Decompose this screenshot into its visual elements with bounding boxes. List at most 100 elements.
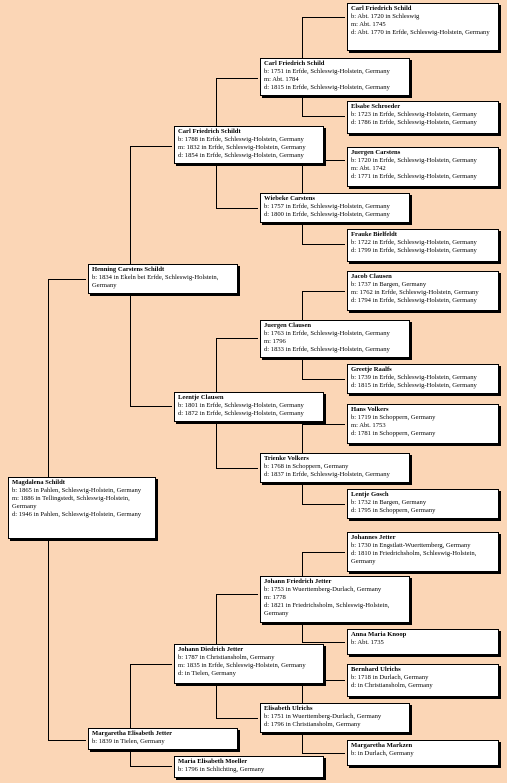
connector-line (130, 664, 131, 728)
person-name: Margaretha Elisabeth Jetter (92, 730, 173, 737)
person-detail: b: 1768 in Schoppern, Germany (264, 463, 349, 470)
person-detail: d: 1786 in Erfde, Schleswig-Holstein, Ge… (351, 119, 477, 126)
person-name: Margaretha Markzen (351, 742, 413, 749)
person-name: Frauke Bielfeldt (351, 231, 397, 238)
person-name: Carl Friedrich Schild (351, 5, 412, 12)
person-detail: d: 1781 in Schoppern, Germany (351, 430, 436, 437)
person-name: Johann Diedrich Jetter (178, 646, 244, 653)
connector-line (302, 291, 345, 292)
person-detail: d: in Tielen, Germany (178, 670, 236, 677)
connector-line (302, 244, 345, 245)
connector-line (48, 539, 49, 740)
connector-line (216, 338, 258, 339)
connector-line (216, 164, 217, 208)
connector-line (216, 684, 217, 718)
connector-line (302, 17, 303, 58)
person-name: Magdalena Schildt (12, 479, 65, 486)
person-name: Jacob Clausen (351, 273, 392, 280)
person-detail: b: 1720 in Erfde, Schleswig-Holstein, Ge… (351, 157, 477, 164)
person-detail: b: 1757 in Erfde, Schleswig-Holstein, Ge… (264, 203, 390, 210)
person-detail: m: Abt. 1784 (264, 76, 299, 83)
connector-line (216, 468, 258, 469)
person-detail: b: 1718 in Durlach, Germany (351, 674, 429, 681)
person-name: Wiebeke Carstens (264, 195, 315, 202)
person-name: Elsabe Schroeder (351, 103, 401, 110)
connector-line (48, 740, 86, 741)
person-detail: b: 1753 in Wuerttemberg-Durlach, Germany (264, 586, 382, 593)
person-detail: m: Abt. 1745 (351, 21, 386, 28)
connector-line (302, 552, 303, 576)
person-detail: d: 1821 in Friedrichsholm, Schleswig-Hol… (264, 602, 390, 617)
connector-line (216, 338, 217, 392)
person-detail: d: 1854 in Erfde, Schleswig-Holstein, Ge… (178, 152, 304, 159)
person-detail: d: 1815 in Erfde, Schleswig-Holstein, Ge… (351, 382, 477, 389)
person-detail: b: 1722 in Erfde, Schleswig-Holstein, Ge… (351, 239, 477, 246)
person-name: Elisabeth Ulrichs (264, 705, 313, 712)
connector-line (302, 96, 303, 116)
person-detail: b: 1796 in Schlichting, Germany (178, 766, 265, 773)
connector-line (216, 594, 258, 595)
person-detail: b: 1787 in Christiansholm, Germany (178, 654, 275, 661)
person-detail: b: 1788 in Erfde, Schleswig-Holstein, Ge… (178, 136, 304, 143)
connector-line (302, 680, 303, 703)
person-detail: b: 1839 in Tielen, Germany (92, 738, 165, 745)
person-detail: d: 1946 in Pahlen, Schleswig-Holstein, G… (12, 511, 142, 518)
connector-line (302, 223, 303, 244)
person-detail: d: 1795 in Schoppern, Germany (351, 507, 436, 514)
connector-line (302, 160, 303, 193)
person-detail: d: 1815 in Erfde, Schleswig-Holstein, Ge… (264, 84, 390, 91)
connector-line (48, 279, 49, 477)
person-detail: b: 1865 in Pahlen, Schleswig-Holstein, G… (12, 487, 142, 494)
person-detail: d: in Christiansholm, Germany (351, 682, 433, 689)
person-name: Anna Maria Knoop (351, 631, 407, 638)
person-name: Leentje Clausen (178, 394, 224, 401)
person-detail: m: Abt. 1742 (351, 165, 386, 172)
person-detail: m: 1886 in Tellingstedt, Schleswig-Holst… (12, 495, 130, 510)
person-name: Johann Friedrich Jetter (264, 578, 332, 585)
person-detail: m: 1832 in Erfde, Schleswig-Holstein, Ge… (178, 144, 306, 151)
connector-line (302, 753, 345, 754)
person-name: Carl Friedrich Schild (264, 60, 325, 67)
connector-line (302, 358, 303, 379)
connector-line (302, 642, 345, 643)
connector-line (302, 424, 303, 453)
person-detail: b: in Durlach, Germany (351, 750, 414, 757)
person-detail: b: 1723 in Erfde, Schleswig-Holstein, Ge… (351, 111, 477, 118)
person-name: Johannes Jetter (351, 534, 396, 541)
person-name: Bernhard Ulrichs (351, 666, 401, 673)
person-detail: d: 1771 in Erfde, Schleswig-Holstein, Ge… (351, 173, 477, 180)
person-name: Lentje Gosch (351, 491, 389, 498)
connector-line (302, 504, 345, 505)
person-detail: b: 1737 in Bargen, Germany (351, 281, 427, 288)
connector-line (216, 78, 258, 79)
person-detail: d: 1794 in Erfde, Schleswig-Holstein, Ge… (351, 297, 477, 304)
connector-line (302, 116, 345, 117)
connector-line (130, 766, 172, 767)
